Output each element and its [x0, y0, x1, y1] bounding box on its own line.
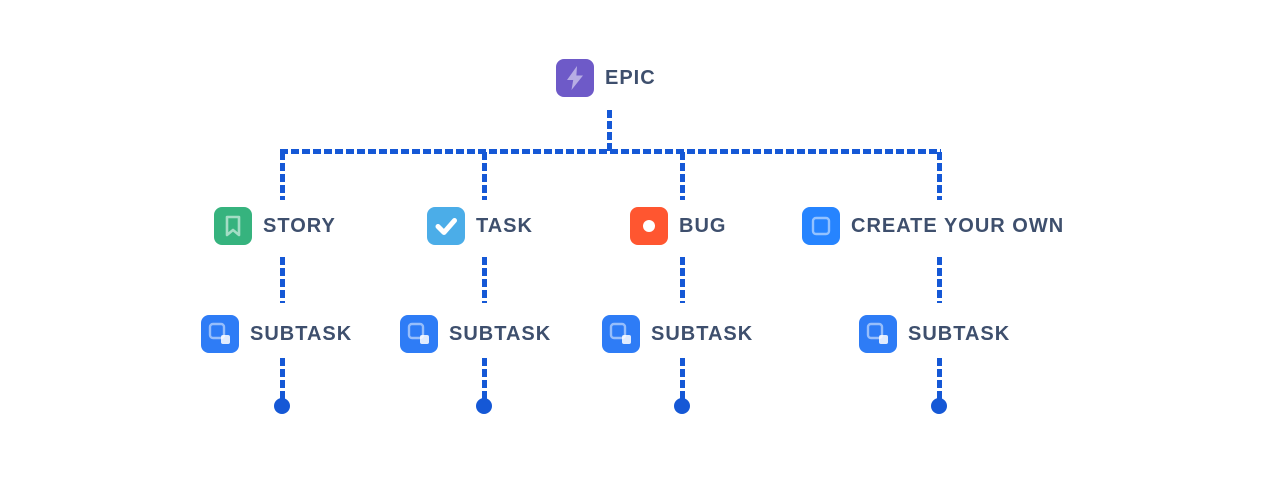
node-label: SUBTASK [651, 322, 754, 345]
node-subtask-4: SUBTASK [859, 315, 1010, 353]
connector-col4-top [937, 152, 942, 200]
connector-horizontal [280, 149, 941, 154]
node-label: SUBTASK [250, 322, 353, 345]
node-bug: BUG [630, 207, 726, 245]
task-icon [427, 207, 465, 245]
connector-col1-bottom [280, 358, 285, 400]
node-label: TASK [476, 214, 533, 237]
connector-col1-top [280, 152, 285, 200]
story-icon [214, 207, 252, 245]
node-label: SUBTASK [449, 322, 552, 345]
subtask-icon [201, 315, 239, 353]
create-your-own-icon [802, 207, 840, 245]
connector-epic-down [607, 110, 612, 152]
terminator-dot-1 [274, 398, 290, 414]
connector-col3-mid [680, 257, 685, 303]
connector-col2-bottom [482, 358, 487, 400]
terminator-dot-3 [674, 398, 690, 414]
terminator-dot-4 [931, 398, 947, 414]
node-create-your-own: CREATE YOUR OWN [802, 207, 1064, 245]
node-task: TASK [427, 207, 533, 245]
node-label: CREATE YOUR OWN [851, 214, 1065, 237]
connector-col2-top [482, 152, 487, 200]
node-label: STORY [263, 214, 336, 237]
node-subtask-1: SUBTASK [201, 315, 352, 353]
node-story: STORY [214, 207, 336, 245]
node-subtask-2: SUBTASK [400, 315, 551, 353]
subtask-icon [859, 315, 897, 353]
connector-col3-bottom [680, 358, 685, 400]
subtask-icon [400, 315, 438, 353]
terminator-dot-2 [476, 398, 492, 414]
subtask-icon [602, 315, 640, 353]
epic-icon [556, 59, 594, 97]
node-label: BUG [679, 214, 727, 237]
connector-col2-mid [482, 257, 487, 303]
node-subtask-3: SUBTASK [602, 315, 753, 353]
node-epic: EPIC [556, 59, 656, 97]
connector-col4-bottom [937, 358, 942, 400]
node-label: EPIC [605, 66, 656, 89]
connector-col4-mid [937, 257, 942, 303]
connector-col1-mid [280, 257, 285, 303]
connector-col3-top [680, 152, 685, 200]
bug-icon [630, 207, 668, 245]
node-label: SUBTASK [908, 322, 1011, 345]
